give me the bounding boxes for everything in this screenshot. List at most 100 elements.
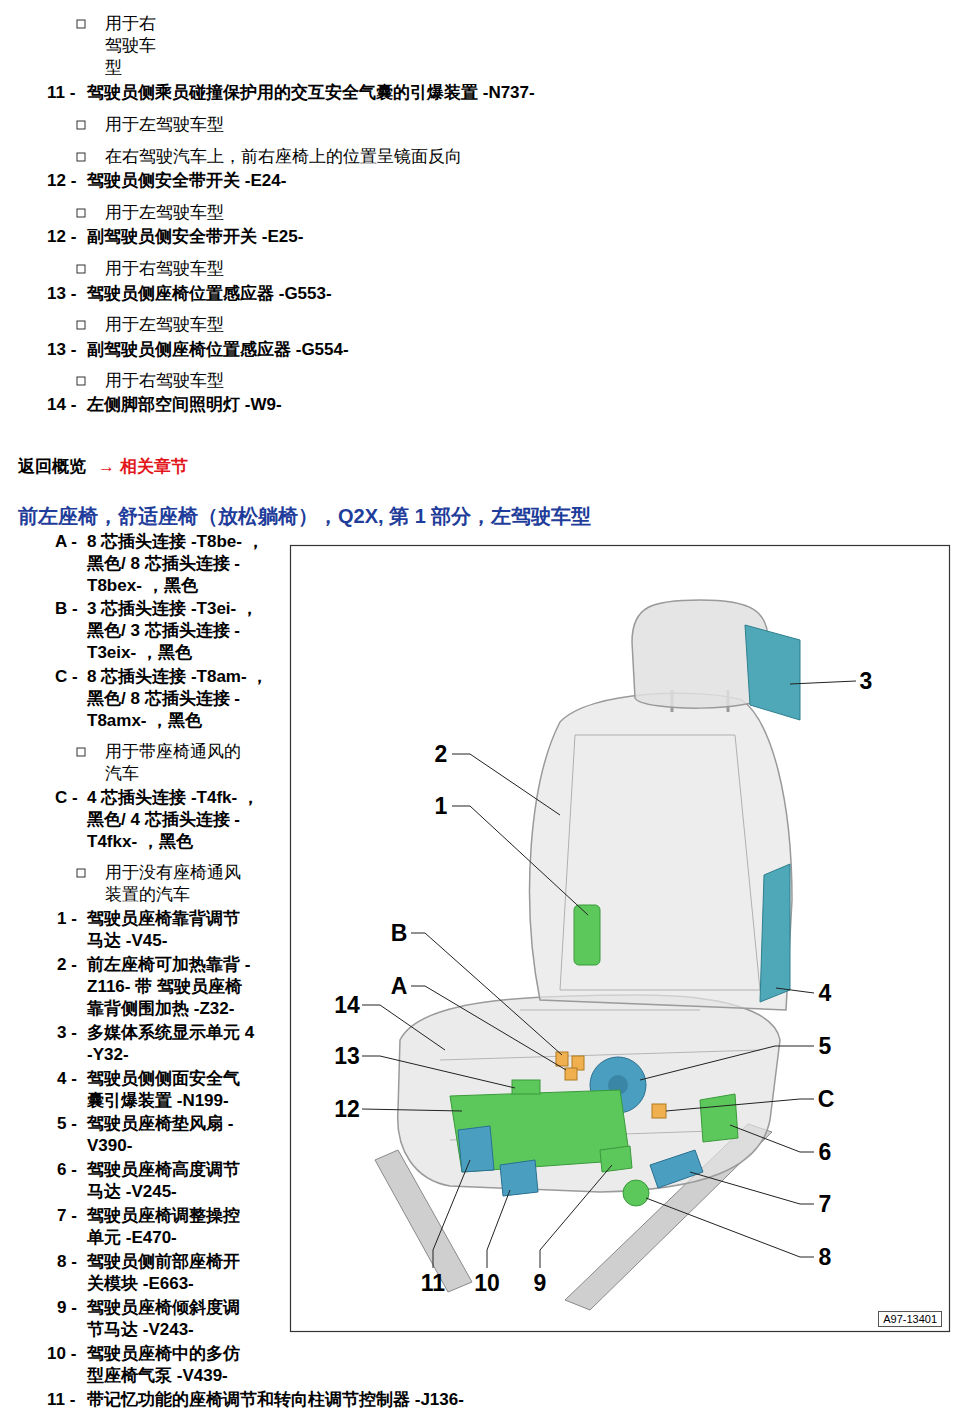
leader-line — [666, 1099, 814, 1111]
position-sensor — [512, 1080, 540, 1094]
item-text: 驾驶员座椅倾斜度调节马达 -V243- — [87, 1297, 255, 1341]
callout-number: C — [818, 1086, 835, 1112]
note-text: 用于左驾驶车型 — [105, 202, 224, 224]
item-text: 驾驶员侧前部座椅开关模块 -E663- — [87, 1251, 255, 1295]
bullet-square — [77, 321, 85, 329]
callout-number: 13 — [334, 1043, 360, 1069]
item-number: 3 - — [57, 1022, 77, 1044]
item-text: 8 芯插头连接 -T8am- ，黑色/ 8 芯插头连接 -T8amx- ，黑色 — [87, 666, 269, 732]
callout-number: 4 — [819, 980, 832, 1006]
item-number: 6 - — [57, 1159, 77, 1181]
note-text: 用于右驾驶车型 — [105, 258, 224, 280]
note-text: 用于右驾驶车型 — [105, 370, 224, 392]
item-text: 8 芯插头连接 -T8be- ，黑色/ 8 芯插头连接 -T8bex- ，黑色 — [87, 531, 269, 597]
image-id-box: A97-13401 — [878, 1311, 942, 1327]
item-text: 驾驶员侧侧面安全气囊引爆装置 -N199- — [87, 1068, 255, 1112]
item-number: 8 - — [57, 1251, 77, 1273]
item-number: 13 - — [47, 283, 76, 305]
bullet-square — [77, 377, 85, 385]
leader-lines — [362, 681, 856, 1268]
bullet-square — [77, 121, 85, 129]
item-number: 14 - — [47, 394, 76, 416]
note-text: 用于左驾驶车型 — [105, 114, 224, 136]
air-pump — [500, 1160, 538, 1196]
leader-line — [362, 1109, 462, 1111]
leader-line — [640, 1046, 814, 1080]
item-number: 12 - — [47, 226, 76, 248]
item-text: 带记忆功能的座椅调节和转向柱调节控制器 -J136- — [87, 1389, 464, 1411]
height-motor — [700, 1094, 738, 1142]
callout-number: B — [391, 920, 408, 946]
callout-number: 2 — [435, 741, 448, 767]
item-number: C - — [55, 787, 78, 809]
item-text: 驾驶员座椅中的多仿型座椅气泵 -V439- — [87, 1343, 255, 1387]
item-text: 左侧脚部空间照明灯 -W9- — [87, 394, 282, 416]
note-text: 用于没有座椅通风装置的汽车 — [105, 862, 247, 906]
note-text: 用于左驾驶车型 — [105, 314, 224, 336]
item-number: 5 - — [57, 1113, 77, 1135]
bullet-square — [77, 20, 85, 28]
bullet-square — [77, 265, 85, 273]
item-text: 驾驶员座椅靠背调节马达 -V45- — [87, 908, 255, 952]
seat-illustration — [375, 600, 800, 1310]
display-unit — [745, 625, 800, 720]
item-text: 驾驶员座椅高度调节马达 -V245- — [87, 1159, 255, 1203]
memory-controller — [458, 1126, 494, 1172]
item-number: 11 - — [47, 82, 75, 104]
callout-number: 11 — [421, 1270, 445, 1296]
leader-line — [730, 1125, 814, 1152]
callout-number: 8 — [819, 1244, 832, 1270]
chapter-link: → 相关章节 — [98, 456, 188, 478]
figure-frame — [291, 546, 950, 1332]
side-airbag — [760, 864, 790, 1002]
item-number: 返回概览 — [18, 456, 86, 478]
item-number: B - — [55, 598, 78, 620]
callout-number: 6 — [819, 1139, 832, 1165]
item-text: 前左座椅可加热靠背 -Z116- 带 驾驶员座椅靠背侧围加热 -Z32- — [87, 954, 255, 1020]
switch-module — [623, 1180, 649, 1206]
leader-line — [411, 986, 566, 1070]
item-number: 12 - — [47, 170, 76, 192]
backrest-frame — [560, 735, 760, 990]
callout-number: 3 — [860, 668, 873, 694]
item-text: 4 芯插头连接 -T4fk- ，黑色/ 4 芯插头连接 -T4fkx- ，黑色 — [87, 787, 269, 853]
item-number: 2 - — [57, 954, 77, 976]
callout-number: A — [391, 973, 408, 999]
leader-line — [411, 933, 562, 1055]
item-text: 驾驶员侧座椅位置感应器 -G553- — [87, 283, 332, 305]
leader-line — [452, 806, 588, 915]
callout-number: 9 — [534, 1270, 547, 1296]
leader-line — [776, 988, 814, 993]
item-text: 驾驶员座椅垫风扇 -V390- — [87, 1113, 255, 1157]
seat-adjust-unit — [650, 1150, 703, 1188]
leader-line — [362, 1056, 515, 1088]
bullet-square — [77, 153, 85, 161]
connector — [556, 1052, 568, 1066]
bullet-square — [77, 748, 85, 756]
item-number: A - — [55, 531, 77, 553]
callout-number: 14 — [334, 992, 360, 1018]
note-text: 用于右驾驶车型 — [105, 13, 161, 79]
item-number: 4 - — [57, 1068, 77, 1090]
leader-line — [362, 1005, 445, 1050]
callout-number: 1 — [435, 793, 448, 819]
bullet-square — [77, 209, 85, 217]
tilt-motor — [600, 1146, 632, 1172]
leader-line — [540, 1165, 612, 1268]
bullet-square — [77, 869, 85, 877]
note-text: 在右驾驶汽车上，前右座椅上的位置呈镜面反向 — [105, 146, 462, 168]
section-title: 前左座椅，舒适座椅（放松躺椅），Q2X, 第 1 部分，左驾驶车型 — [18, 503, 591, 529]
item-text: 副驾驶员侧安全带开关 -E25- — [87, 226, 303, 248]
item-number: 7 - — [57, 1205, 77, 1227]
item-number: C - — [55, 666, 78, 688]
item-number: 13 - — [47, 339, 76, 361]
item-text: 副驾驶员侧座椅位置感应器 -G554- — [87, 339, 349, 361]
connector — [565, 1068, 577, 1080]
leader-line — [433, 1160, 470, 1268]
image-id: A97-13401 — [883, 1312, 937, 1326]
item-text: 3 芯插头连接 -T3ei- ，黑色/ 3 芯插头连接 -T3eix- ，黑色 — [87, 598, 269, 664]
leader-line — [646, 1198, 814, 1257]
connector — [652, 1104, 666, 1118]
callout-number: 10 — [474, 1270, 500, 1296]
